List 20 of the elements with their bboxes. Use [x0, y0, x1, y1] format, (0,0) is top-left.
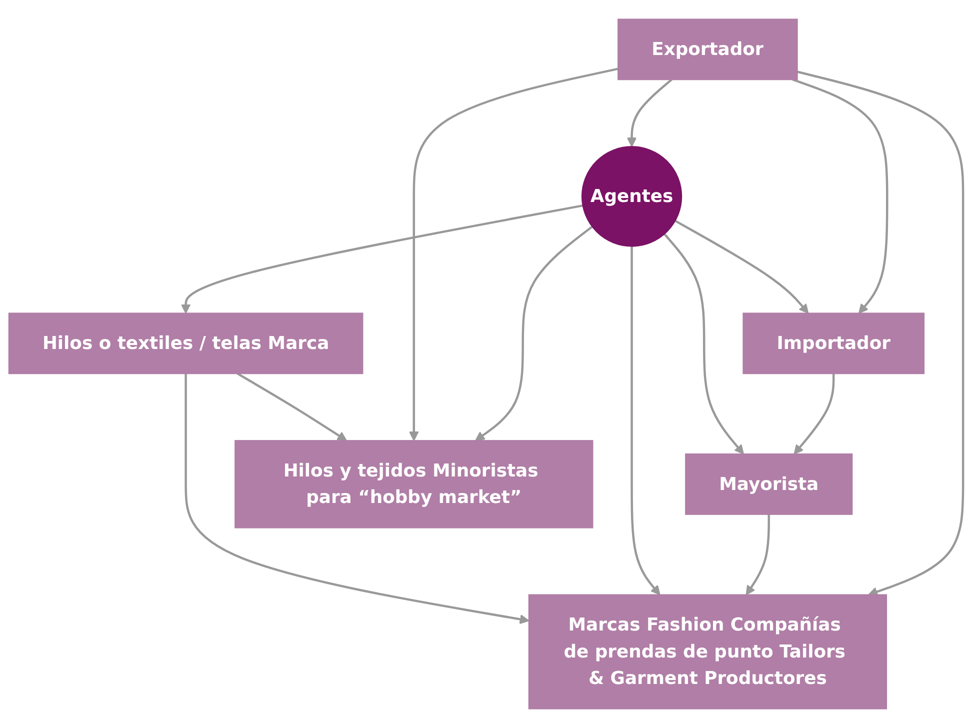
node-circle: Agentes	[581, 146, 682, 247]
arrow	[630, 246, 660, 596]
arrow	[794, 374, 835, 454]
arrow	[180, 204, 584, 314]
node-box: Hilos o textiles / telas Marca	[8, 312, 364, 374]
arrow	[408, 68, 618, 442]
arrow	[184, 374, 530, 624]
arrow	[475, 226, 593, 442]
arrow	[674, 220, 809, 314]
arrow	[236, 372, 347, 442]
arrow	[664, 233, 744, 454]
node-box: Marcas Fashion Compañías de prendas de punto Tailors & Garment Productores	[528, 594, 888, 710]
arrow	[626, 78, 672, 148]
node-box: Exportador	[618, 18, 798, 80]
node-box: Importador	[742, 312, 925, 374]
arrow	[792, 78, 888, 314]
arrow	[746, 514, 770, 596]
node-box: Hilos y tejidos Minoristas para “hobby market”	[234, 440, 594, 528]
node-box: Mayorista	[685, 453, 853, 515]
arrow	[797, 70, 964, 596]
